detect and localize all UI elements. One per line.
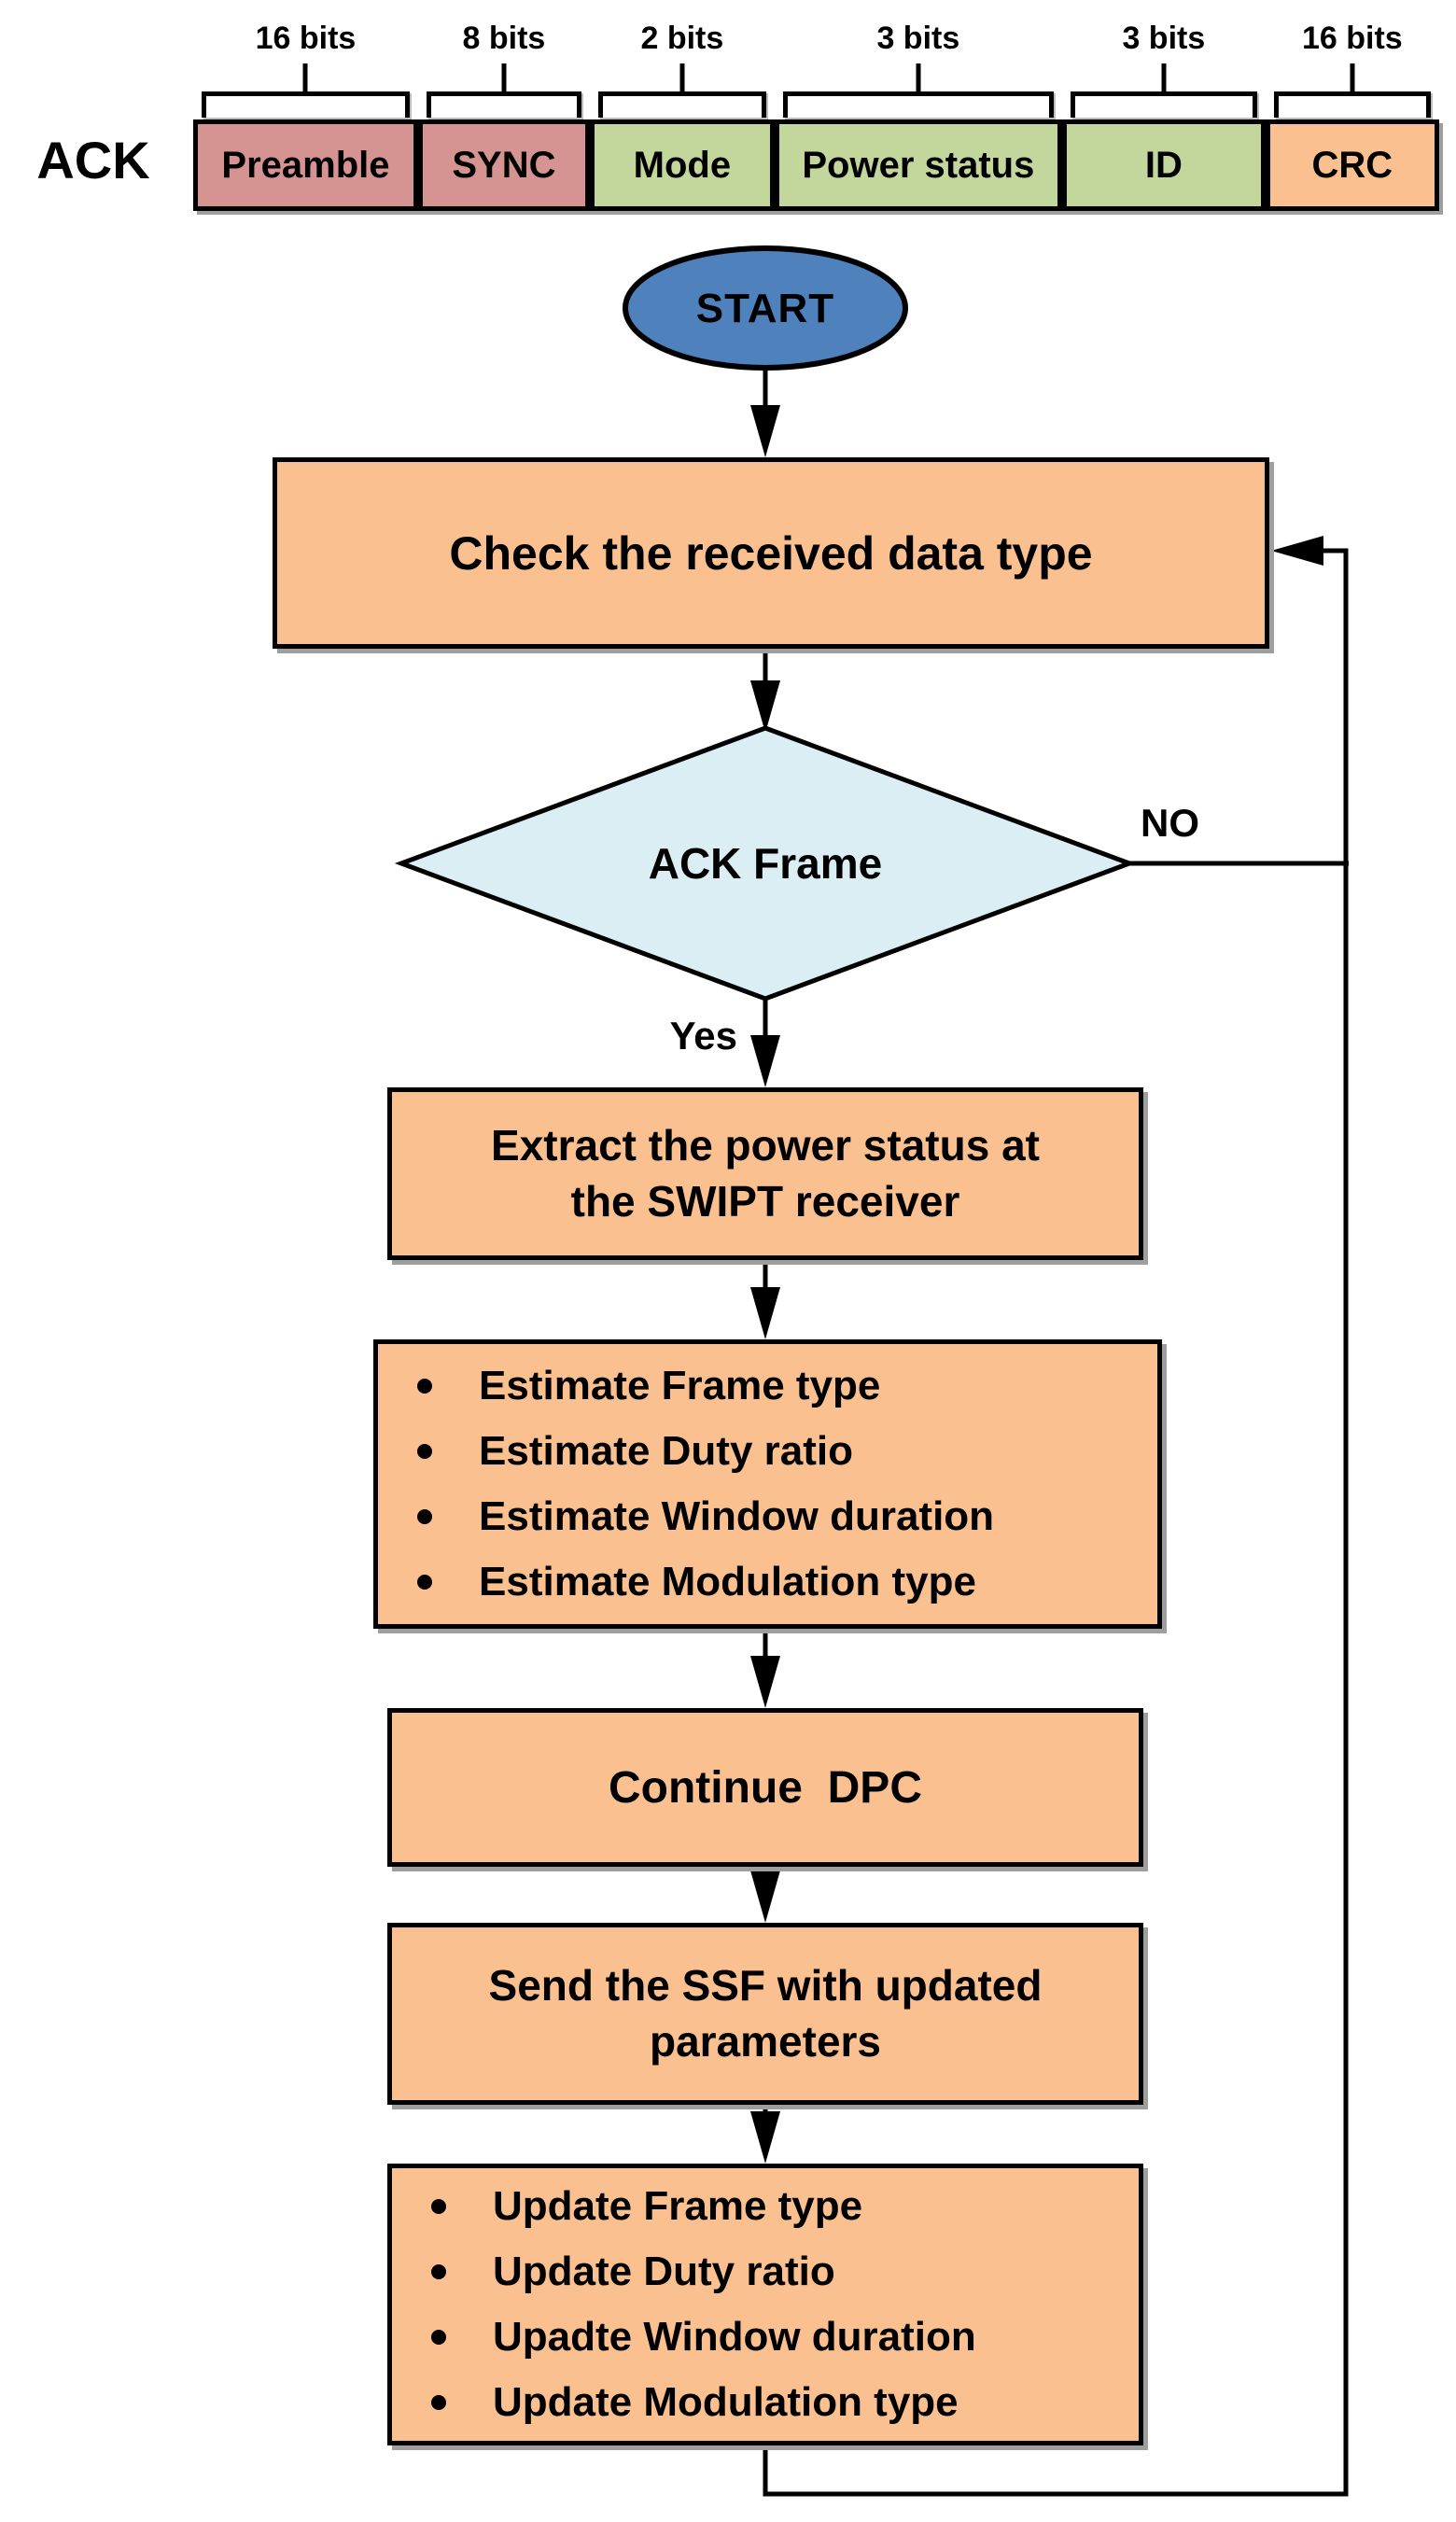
bit-count-label: 16 bits (1301, 20, 1403, 56)
decision-diamond-label: ACK Frame (648, 839, 883, 888)
list-item: Update Modulation type (392, 2370, 1139, 2435)
process-box-text-line: Send the SSF with updated (488, 1960, 1043, 2010)
frame-cell: ID (1061, 119, 1266, 211)
arrowhead-icon (750, 1035, 780, 1087)
frame-cell: SYNC (417, 119, 590, 211)
decision-diamond (394, 725, 1137, 1002)
list-item: Estimate Duty ratio (378, 1419, 1157, 1484)
list-item: Estimate Frame type (378, 1353, 1157, 1419)
frame-cell: CRC (1265, 119, 1439, 211)
arrowhead-icon (1271, 536, 1323, 566)
list-item: Update Frame type (392, 2174, 1139, 2239)
start-node (623, 245, 908, 371)
update-bullet-list: Update Frame type Update Duty ratio Upad… (392, 2174, 1139, 2435)
list-item: Estimate Modulation type (378, 1549, 1157, 1615)
bracket-icon (1062, 63, 1266, 119)
process-box-send-ssf: Send the SSF with updated parameters (387, 1923, 1143, 2105)
frame-cell: Power status (774, 119, 1062, 211)
bit-count-label: 8 bits (462, 20, 546, 56)
list-item: Upadte Window duration (392, 2305, 1139, 2370)
start-node-label: START (695, 285, 835, 331)
arrowhead-icon (750, 405, 780, 457)
frame-field-crc: 16 bits CRC (1265, 13, 1439, 211)
arrowhead-icon (750, 680, 780, 733)
arrowhead-icon (750, 1287, 780, 1339)
estimate-bullet-list: Estimate Frame type Estimate Duty ratio … (378, 1353, 1157, 1615)
bracket-icon (590, 63, 775, 119)
process-box-text-line: the SWIPT receiver (570, 1176, 960, 1226)
process-box-text-line: parameters (649, 2016, 882, 2066)
arrowhead-icon (750, 2111, 780, 2164)
no-branch-label: NO (1141, 801, 1199, 845)
bit-count-label: 16 bits (255, 20, 357, 56)
list-item: Estimate Window duration (378, 1484, 1157, 1549)
list-item: Update Duty ratio (392, 2239, 1139, 2305)
process-box-text-line: Extract the power status at (491, 1120, 1040, 1170)
process-box-check-data-type: Check the received data type (273, 457, 1269, 649)
arrowhead-icon (750, 1870, 780, 1923)
frame-cell: Preamble (193, 119, 418, 211)
arrowhead-icon (750, 1656, 780, 1708)
process-box-continue-dpc: Continue DPC (387, 1708, 1143, 1867)
frame-row-label: ACK (36, 130, 150, 189)
bit-count-label: 2 bits (640, 20, 724, 56)
frame-field-id: 3 bits ID (1061, 13, 1266, 211)
frame-field-mode: 2 bits Mode (589, 13, 775, 211)
ack-frame-diagram: 16 bits Preamble 8 bits SYNC 2 bits Mode… (193, 13, 1439, 211)
process-box-extract-power-status: Extract the power status at the SWIPT re… (387, 1087, 1143, 1260)
frame-field-preamble: 16 bits Preamble (193, 13, 418, 211)
process-box-estimate-parameters: Estimate Frame type Estimate Duty ratio … (373, 1339, 1162, 1629)
bracket-icon (775, 63, 1062, 119)
bit-count-label: 3 bits (1122, 20, 1206, 56)
bracket-icon (1266, 63, 1439, 119)
bit-count-label: 3 bits (876, 20, 960, 56)
feedback-loop-line (763, 548, 1349, 2497)
frame-cell: Mode (589, 119, 775, 211)
frame-field-sync: 8 bits SYNC (417, 13, 590, 211)
process-box-update-parameters: Update Frame type Update Duty ratio Upad… (387, 2164, 1143, 2445)
frame-field-power-status: 3 bits Power status (774, 13, 1062, 211)
yes-branch-label: Yes (669, 1014, 737, 1058)
bracket-icon (193, 63, 418, 119)
bracket-icon (418, 63, 590, 119)
